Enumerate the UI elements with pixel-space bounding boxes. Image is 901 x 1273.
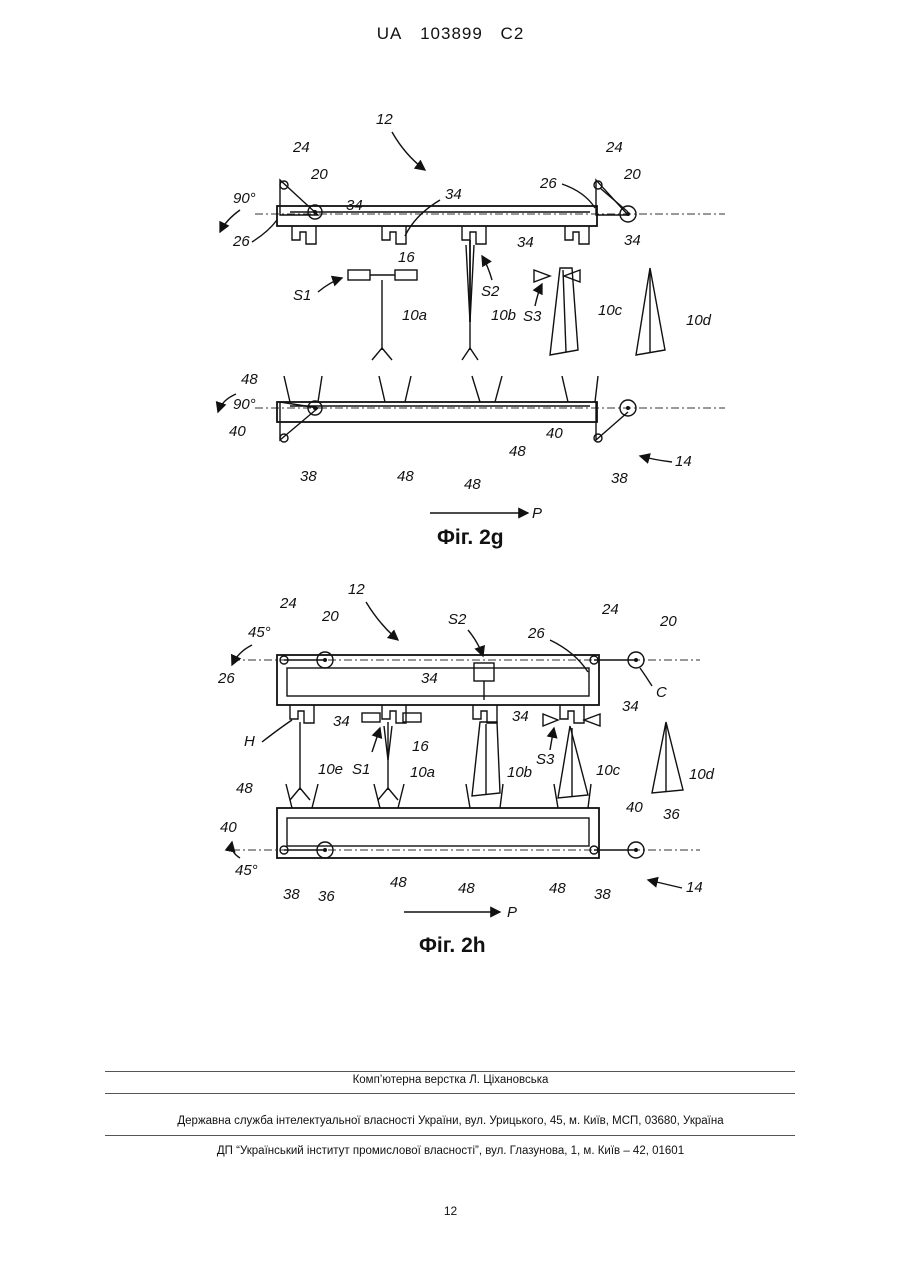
label-angle-90-top: 90° bbox=[233, 190, 256, 207]
label-38-left: 38 bbox=[300, 468, 317, 485]
label-36-left: 36 bbox=[318, 888, 335, 905]
label-s2: S2 bbox=[481, 283, 500, 300]
label-48-a: 48 bbox=[397, 468, 414, 485]
lower-frame-14 bbox=[255, 376, 725, 442]
label-10b-h: 10b bbox=[507, 764, 532, 781]
label-10a-h: 10a bbox=[410, 764, 435, 781]
label-24-left: 24 bbox=[292, 139, 310, 156]
label-20-right: 20 bbox=[623, 166, 641, 183]
label-10d: 10d bbox=[686, 312, 712, 329]
label-34-c: 34 bbox=[517, 234, 534, 251]
stations-2g bbox=[348, 240, 665, 360]
label-24-right: 24 bbox=[605, 139, 623, 156]
label-10e: 10e bbox=[318, 761, 343, 778]
label-26-left: 26 bbox=[232, 233, 250, 250]
label-10b: 10b bbox=[491, 307, 516, 324]
label-48-a-h: 48 bbox=[390, 874, 407, 891]
label-26-left-h: 26 bbox=[217, 670, 235, 687]
label-s3-h: S3 bbox=[536, 751, 555, 768]
upper-frame-12 bbox=[255, 180, 725, 244]
label-10a: 10a bbox=[402, 307, 427, 324]
footer-institute-address: ДП “Український інститут промислової вла… bbox=[0, 1145, 901, 1157]
label-26-right-h: 26 bbox=[527, 625, 545, 642]
label-angle-90-bottom: 90° bbox=[233, 396, 256, 413]
label-48-c-h: 48 bbox=[549, 880, 566, 897]
label-40-right: 40 bbox=[546, 425, 563, 442]
label-c: C bbox=[656, 684, 667, 701]
label-24-right-h: 24 bbox=[601, 601, 619, 618]
label-14-h: 14 bbox=[686, 879, 703, 896]
label-34-d-h: 34 bbox=[622, 698, 639, 715]
label-38-left-h: 38 bbox=[283, 886, 300, 903]
page-number: 12 bbox=[0, 1204, 901, 1218]
label-p: P bbox=[532, 505, 542, 522]
label-h: H bbox=[244, 733, 255, 750]
label-10c-h: 10c bbox=[596, 762, 621, 779]
label-16-h: 16 bbox=[412, 738, 429, 755]
label-angle-45-top: 45° bbox=[248, 624, 271, 641]
label-angle-45-bottom: 45° bbox=[235, 862, 258, 879]
label-10d-h: 10d bbox=[689, 766, 715, 783]
label-34-a-h: 34 bbox=[421, 670, 438, 687]
label-20-left: 20 bbox=[310, 166, 328, 183]
label-s1-h: S1 bbox=[352, 761, 370, 778]
footer-rule-1 bbox=[105, 1071, 795, 1072]
label-34-a: 34 bbox=[346, 197, 363, 214]
label-48-left: 48 bbox=[241, 371, 258, 388]
label-40-right-h: 40 bbox=[626, 799, 643, 816]
label-26-right: 26 bbox=[539, 175, 557, 192]
label-14: 14 bbox=[675, 453, 692, 470]
label-40-left: 40 bbox=[229, 423, 246, 440]
figure-2g: 12 24 20 90° 34 34 26 26 24 20 34 34 16 … bbox=[218, 111, 725, 549]
label-24-left-h: 24 bbox=[279, 595, 297, 612]
label-40-left-h: 40 bbox=[220, 819, 237, 836]
label-48-left-h: 48 bbox=[236, 780, 253, 797]
label-20-left-h: 20 bbox=[321, 608, 339, 625]
label-12: 12 bbox=[376, 111, 393, 128]
label-48-b: 48 bbox=[464, 476, 481, 493]
label-34-c-h: 34 bbox=[512, 708, 529, 725]
label-12-h: 12 bbox=[348, 581, 365, 598]
figure-caption-2g: Фіг. 2g bbox=[437, 526, 504, 549]
footer-office-address: Державна служба інтелектуальної власност… bbox=[0, 1115, 901, 1127]
footer-rule-3 bbox=[105, 1135, 795, 1136]
label-s2-h: S2 bbox=[448, 611, 467, 628]
label-48-c: 48 bbox=[509, 443, 526, 460]
label-16: 16 bbox=[398, 249, 415, 266]
lower-frame-14-h bbox=[232, 784, 700, 858]
label-s1: S1 bbox=[293, 287, 311, 304]
figure-2h: 12 24 20 45° 26 S2 26 24 20 C 34 34 34 3… bbox=[217, 581, 715, 957]
label-34-d: 34 bbox=[624, 232, 641, 249]
label-38-right-h: 38 bbox=[594, 886, 611, 903]
label-20-right-h: 20 bbox=[659, 613, 677, 630]
footer-layout-credit: Комп’ютерна верстка Л. Ціхановська bbox=[0, 1074, 901, 1086]
footer-rule-2 bbox=[105, 1093, 795, 1094]
figure-caption-2h: Фіг. 2h bbox=[419, 934, 486, 957]
label-34-b-h: 34 bbox=[333, 713, 350, 730]
label-48-b-h: 48 bbox=[458, 880, 475, 897]
label-34-b: 34 bbox=[445, 186, 462, 203]
label-s3: S3 bbox=[523, 308, 542, 325]
label-10c: 10c bbox=[598, 302, 623, 319]
label-38-right: 38 bbox=[611, 470, 628, 487]
label-p-h: P bbox=[507, 904, 517, 921]
label-36-right: 36 bbox=[663, 806, 680, 823]
